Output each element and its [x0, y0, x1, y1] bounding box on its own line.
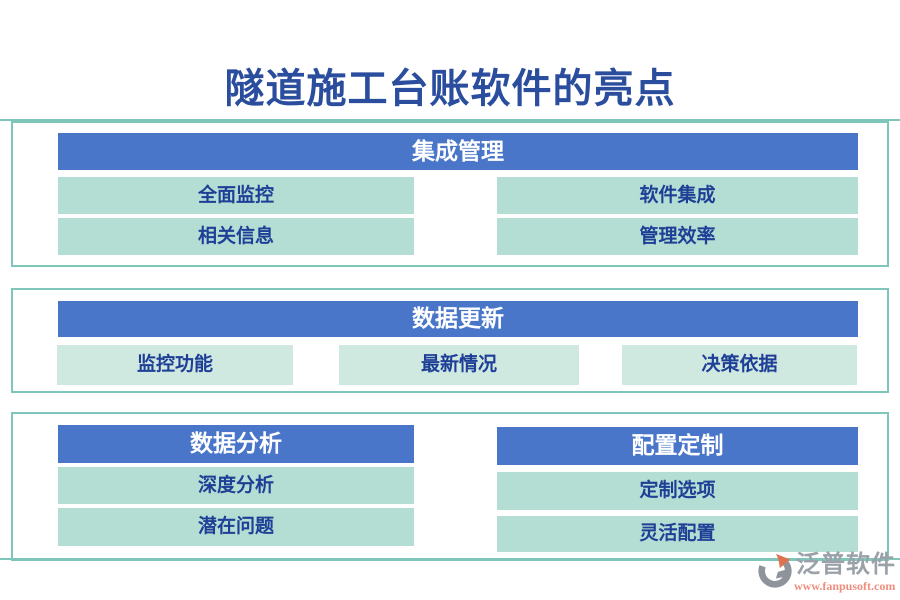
- section-config-custom-header: 配置定制: [497, 427, 858, 465]
- feature-item: 定制选项: [497, 472, 858, 510]
- feature-item: 管理效率: [497, 218, 858, 255]
- title-divider-line: [0, 119, 900, 121]
- feature-item: 深度分析: [58, 467, 414, 504]
- brand-website: www.fanpusoft.com: [794, 579, 896, 593]
- feature-item: 最新情况: [339, 345, 579, 385]
- feature-item: 软件集成: [497, 177, 858, 214]
- feature-item: 相关信息: [58, 218, 414, 255]
- fanpu-logo-icon: [758, 553, 792, 588]
- feature-item: 全面监控: [58, 177, 414, 214]
- feature-item: 灵活配置: [497, 516, 858, 552]
- page-title: 隧道施工台账软件的亮点: [224, 66, 676, 111]
- feature-item: 监控功能: [57, 345, 293, 385]
- brand-watermark: 泛普软件 www.fanpusoft.com: [752, 549, 900, 599]
- section-data-update-header: 数据更新: [58, 301, 858, 337]
- feature-item: 决策依据: [622, 345, 857, 385]
- feature-item: 潜在问题: [58, 508, 414, 546]
- brand-name: 泛普软件: [796, 552, 896, 578]
- section-integration-header: 集成管理: [58, 133, 858, 170]
- section-data-analysis-header: 数据分析: [58, 425, 414, 463]
- bottom-divider-line: [0, 558, 900, 560]
